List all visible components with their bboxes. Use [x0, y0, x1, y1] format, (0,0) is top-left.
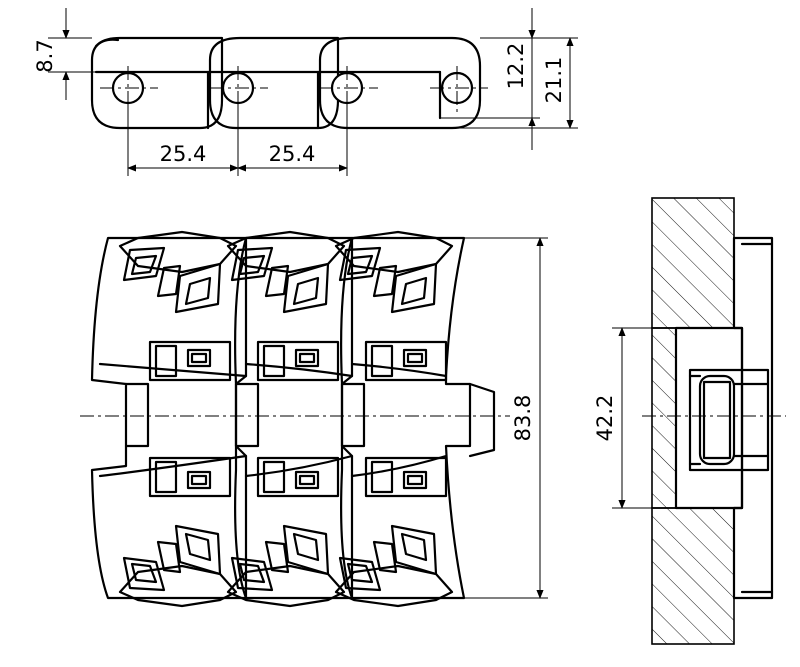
dim-guide-width: 42.2: [593, 327, 676, 509]
dim-pitch-2-label: 25.4: [269, 142, 316, 166]
plan-view: [80, 230, 510, 608]
dim-link-height: 12.2: [440, 8, 578, 150]
dim-side-height: 8.7: [33, 8, 100, 100]
side-view: [90, 36, 488, 130]
dim-side-height-label: 8.7: [33, 39, 57, 72]
dim-pitch: 25.4 25.4: [127, 104, 348, 176]
dim-belt-width: 83.8: [464, 237, 548, 599]
dim-pitch-1-label: 25.4: [160, 142, 207, 166]
dim-overall-height: 21.1: [400, 37, 578, 129]
section-view: [642, 197, 786, 645]
dim-belt-width-label: 83.8: [511, 395, 535, 442]
dim-guide-width-label: 42.2: [593, 395, 617, 442]
dim-link-height-label: 12.2: [504, 43, 528, 90]
dim-overall-height-label: 21.1: [542, 57, 566, 104]
